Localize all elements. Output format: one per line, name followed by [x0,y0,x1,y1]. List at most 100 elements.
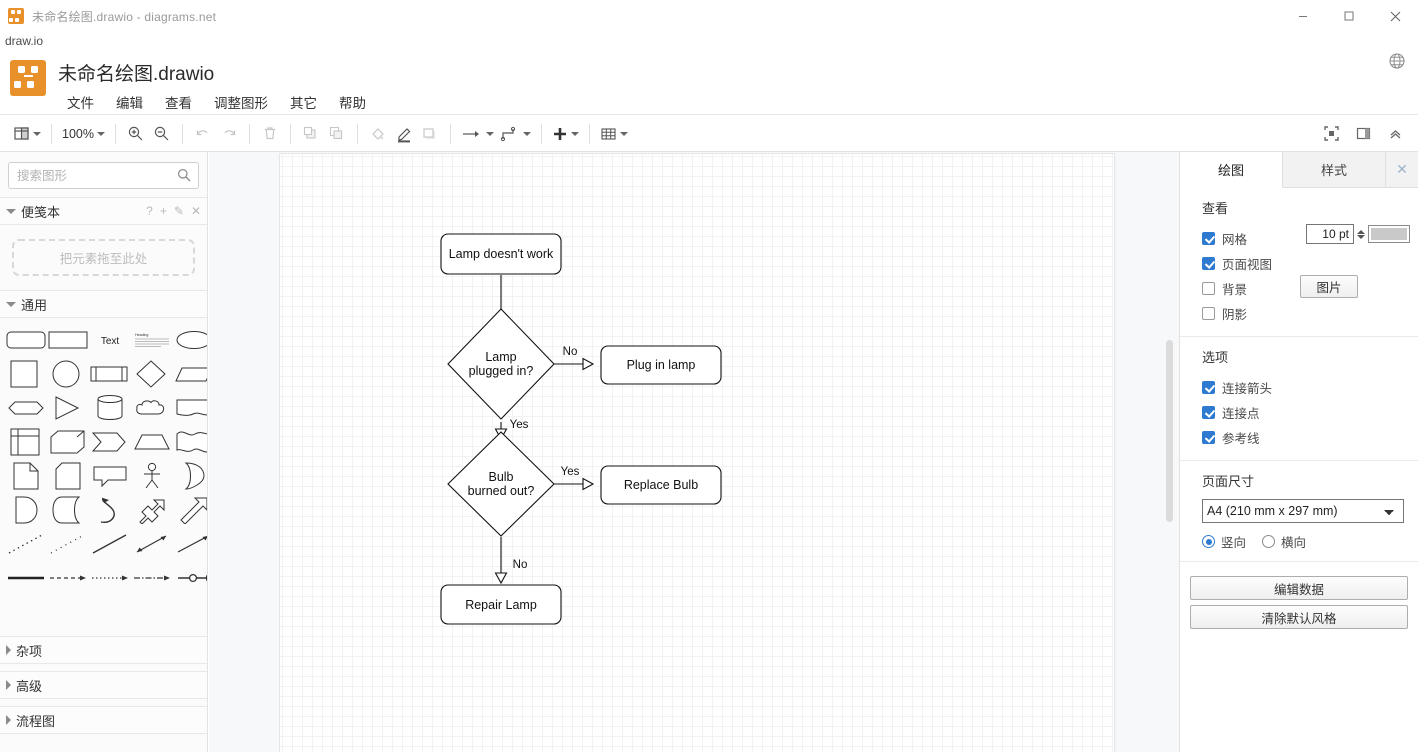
undo-icon[interactable] [190,121,216,147]
node-repair-lamp[interactable]: Repair Lamp [440,584,562,625]
grid-checkbox[interactable] [1202,232,1215,245]
shape-cylinder[interactable] [90,394,130,421]
close-icon[interactable]: ✕ [190,204,201,218]
portrait-radio[interactable] [1202,535,1215,548]
shape-textbox[interactable]: Heading [132,326,172,353]
connection-arrows-checkbox[interactable] [1202,381,1215,394]
node-lamp-plugged-in[interactable]: Lamp plugged in? [447,308,555,420]
send-to-back-icon[interactable] [324,121,350,147]
sidebar-section-advanced[interactable]: 高级 [0,671,207,699]
shape-card[interactable] [48,462,88,489]
shape-callout[interactable] [90,462,130,489]
edge-style-icon[interactable] [458,121,497,147]
fullscreen-icon[interactable] [1318,121,1344,147]
diagram-canvas[interactable]: No Yes Yes No Lamp d [209,152,1179,752]
close-button[interactable] [1372,0,1418,32]
minimize-button[interactable] [1280,0,1326,32]
zoom-dropdown-button[interactable]: 100% [59,121,108,147]
shape-dash-dot-arrow[interactable] [132,564,172,591]
landscape-radio[interactable] [1262,535,1276,548]
shape-dotted-line-1[interactable] [6,530,46,557]
plus-icon[interactable]: + [159,204,167,218]
grid-size-stepper[interactable] [1357,229,1365,239]
menu-arrange[interactable]: 调整图形 [214,96,268,111]
edge-plugged-to-plug[interactable]: No [554,346,595,371]
shape-internal-storage[interactable] [6,428,46,455]
paper-size-select[interactable]: A4 (210 mm x 297 mm) A5 (148 mm x 210 mm… [1202,499,1404,523]
background-checkbox[interactable] [1202,282,1215,295]
node-replace-bulb[interactable]: Replace Bulb [600,465,722,505]
maximize-button[interactable] [1326,0,1372,32]
shape-double-arrow[interactable] [132,496,172,524]
sidebar-section-flowchart[interactable]: 流程图 [0,706,207,734]
menu-view[interactable]: 查看 [165,96,192,111]
menu-help[interactable]: 帮助 [339,96,366,111]
canvas-vertical-scrollbar[interactable] [1166,340,1173,522]
toggle-format-panel-icon[interactable] [1350,121,1376,147]
shape-text[interactable]: Text [90,326,130,353]
shape-document[interactable] [174,394,207,421]
guides-checkbox[interactable] [1202,431,1215,444]
tab-style[interactable]: 样式 [1283,152,1386,187]
shape-triangle[interactable] [48,394,88,421]
shape-delay[interactable] [48,496,88,523]
close-panel-icon[interactable]: ✕ [1396,161,1408,177]
edge-bulb-to-repair[interactable]: No [494,537,528,585]
sidebar-section-misc[interactable]: 杂项 [0,636,207,664]
shape-circle[interactable] [48,360,88,387]
shape-or[interactable] [174,461,207,490]
shape-line[interactable] [90,530,130,557]
shape-dotted-arrow[interactable] [90,564,130,591]
collapse-toolbar-icon[interactable] [1382,121,1408,147]
redo-icon[interactable] [216,121,242,147]
diagram-page[interactable] [280,154,1114,752]
shape-dashed-arrow[interactable] [48,564,88,591]
shape-parallelogram[interactable] [174,360,207,387]
shape-circle-arrow[interactable] [174,564,207,591]
language-globe-icon[interactable] [1388,52,1406,70]
waypoints-icon[interactable] [497,121,534,147]
edit-pencil-icon[interactable]: ✎ [173,204,184,218]
line-color-icon[interactable] [391,121,417,147]
shape-tape[interactable] [174,428,207,455]
shape-s-curve-arrow[interactable] [90,496,130,523]
edit-data-button[interactable]: 编辑数据 [1190,576,1408,600]
view-dropdown-button[interactable] [10,121,44,147]
shape-dotted-line-2[interactable] [48,530,88,557]
bring-to-front-icon[interactable] [298,121,324,147]
shape-cube[interactable] [48,428,88,455]
zoom-out-icon[interactable] [149,121,175,147]
shape-process[interactable] [90,360,130,387]
sidebar-section-general[interactable]: 通用 [0,290,207,318]
search-input[interactable] [9,163,198,188]
sidebar-section-scratchpad[interactable]: 便笺本 ? + ✎ ✕ [0,197,207,225]
node-bulb-burned-out[interactable]: Bulb burned out? [447,431,555,537]
menu-extras[interactable]: 其它 [290,96,317,111]
search-icon[interactable] [177,168,191,187]
shadow-checkbox[interactable] [1202,307,1215,320]
shape-rounded-rect[interactable] [6,326,46,353]
clear-default-style-button[interactable]: 清除默认风格 [1190,605,1408,629]
shape-actor[interactable] [132,462,172,489]
shape-step[interactable] [90,428,130,455]
grid-size-input[interactable] [1306,224,1354,244]
page-view-checkbox[interactable] [1202,257,1215,270]
insert-shape-icon[interactable] [549,121,582,147]
shape-arrow-outline[interactable] [174,496,207,524]
delete-icon[interactable] [257,121,283,147]
shape-trapezoid[interactable] [132,428,172,455]
connection-points-checkbox[interactable] [1202,406,1215,419]
grid-color-swatch[interactable] [1368,225,1410,243]
scratchpad-dropzone[interactable]: 把元素拖至此处 [12,239,195,276]
shape-ellipse[interactable] [174,326,207,353]
help-icon[interactable]: ? [146,204,153,218]
shape-directional-arrow[interactable] [174,530,207,557]
node-lamp-doesnt-work[interactable]: Lamp doesn't work [440,233,562,275]
shadow-icon[interactable] [417,121,443,147]
shape-rhombus[interactable] [132,359,172,388]
edge-bulb-to-replace[interactable]: Yes [554,466,595,491]
shape-cloud[interactable] [132,394,172,421]
table-icon[interactable] [597,121,631,147]
shape-d-shape[interactable] [6,496,46,523]
tab-diagram[interactable]: 绘图 [1180,152,1283,188]
